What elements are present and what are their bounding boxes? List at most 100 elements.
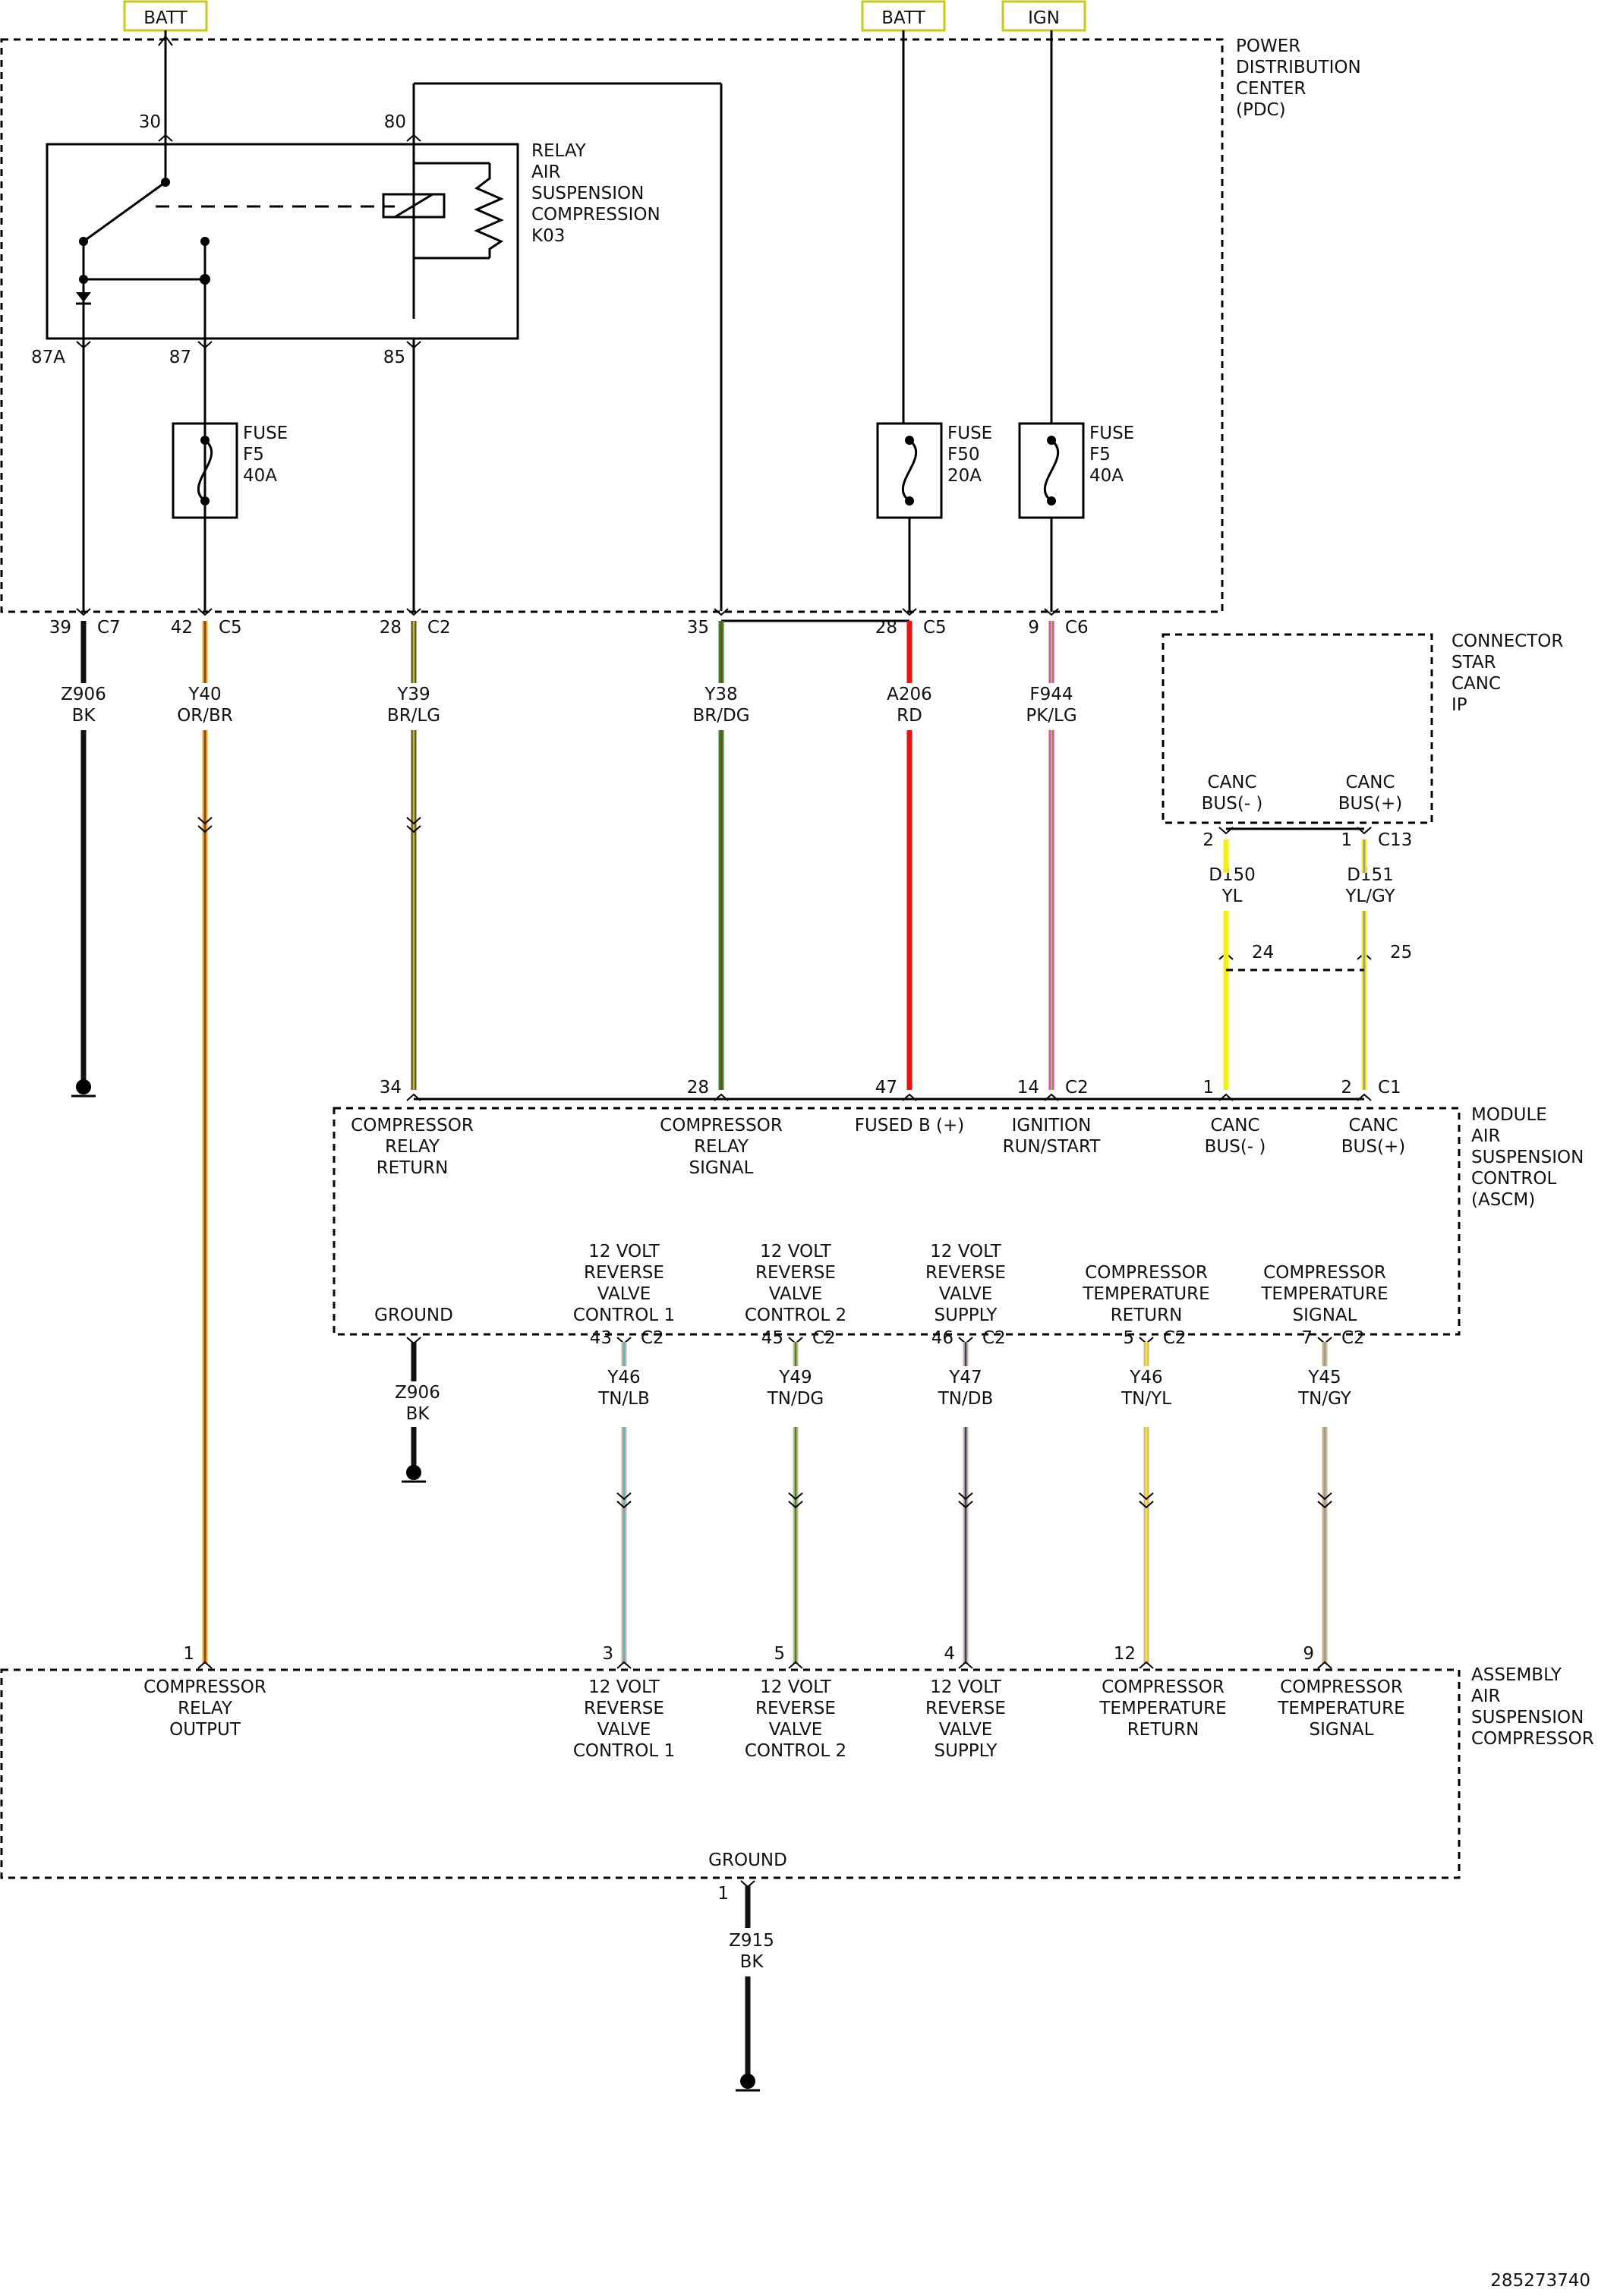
- fuse-label: FUSE: [947, 424, 992, 443]
- document-id: 285273740: [1490, 2271, 1590, 2291]
- conn-compressor-pin: [197, 1661, 213, 1669]
- inline-connector-bottom: [788, 1492, 803, 1501]
- wire-color: TN/LB: [597, 1389, 650, 1409]
- star-label: STAR: [1452, 653, 1496, 672]
- compressor-pin-name: RETURN: [1127, 1720, 1199, 1740]
- wire-color: TN/YL: [1121, 1389, 1171, 1409]
- compressor-pin-name: 12 VOLT: [760, 1677, 832, 1697]
- compressor-pin-name: VALVE: [597, 1720, 651, 1740]
- compressor-pin-name: SIGNAL: [1310, 1720, 1374, 1740]
- compressor-pin-name: 12 VOLT: [930, 1677, 1002, 1697]
- ascm-pin-number: 47: [875, 1078, 897, 1098]
- compressor-pin-name: OUTPUT: [169, 1720, 241, 1740]
- inline-connector-y40: [197, 817, 213, 825]
- wire-color: TN/GY: [1297, 1389, 1352, 1409]
- source-label: BATT: [881, 8, 925, 28]
- conn-pdc-pin: [197, 608, 213, 616]
- pdc-pin-connector: C6: [1065, 618, 1089, 638]
- star-label: CANC: [1452, 674, 1501, 694]
- relay-box: [46, 143, 519, 340]
- diode-icon: [76, 292, 91, 302]
- star-connector-box: [1162, 633, 1433, 824]
- ascm-pin-name: SUPPLY: [935, 1305, 998, 1325]
- wire-id: Y45: [1307, 1368, 1341, 1387]
- conn-pdc-pin: [902, 608, 917, 616]
- ascm-pin-name: COMPRESSOR: [1085, 1263, 1208, 1283]
- ascm-pin-number: 43: [590, 1328, 612, 1348]
- ground-ascm: [406, 1465, 421, 1480]
- ascm-pin-name: REVERSE: [584, 1263, 664, 1283]
- wire-color: YL/GY: [1344, 887, 1395, 906]
- star-pin-name: BUS(- ): [1202, 794, 1263, 814]
- ascm-pin-name: CANC: [1348, 1116, 1398, 1135]
- pdc-pin-number: 42: [171, 618, 193, 638]
- relay-switch-arm: [83, 181, 166, 243]
- fuse-label: 20A: [947, 466, 982, 486]
- star-connector: C13: [1378, 830, 1412, 850]
- relay-resistor: [474, 163, 504, 258]
- source-label: IGN: [1028, 8, 1060, 28]
- compressor-label: ASSEMBLY: [1471, 1665, 1562, 1685]
- conn-compressor-pin: [616, 1661, 632, 1669]
- conn-ascm-top: [1218, 1093, 1234, 1101]
- star-pin-name: BUS(+): [1338, 794, 1402, 814]
- star-pin-number: 2: [1203, 830, 1214, 850]
- inline-connector-y40: [197, 825, 213, 833]
- wire-id: Z906: [395, 1383, 440, 1403]
- conn-compressor-pin: [1317, 1661, 1332, 1669]
- ascm-pin-connector: C2: [641, 1328, 664, 1348]
- inline-connector-y39: [406, 817, 421, 825]
- ascm-pin-name: TEMPERATURE: [1260, 1284, 1388, 1304]
- wire-id: Y39: [396, 685, 430, 704]
- wire-id: D150: [1209, 865, 1256, 885]
- ascm-pin-connector: C2: [1065, 1078, 1089, 1098]
- ascm-label: MODULE: [1471, 1105, 1547, 1125]
- wire-id: F944: [1029, 685, 1073, 704]
- wire-id: Y47: [948, 1368, 982, 1387]
- ascm-pin-name: FUSED B (+): [855, 1116, 965, 1135]
- ascm-pin-number: 28: [687, 1078, 709, 1098]
- pdc-pin-connector: C2: [427, 618, 451, 638]
- inline-connector-bottom: [958, 1492, 973, 1501]
- conn-pdc-pin: [406, 608, 421, 616]
- conn-ascm-top: [1044, 1093, 1059, 1101]
- compressor-pin-number: 1: [183, 1644, 194, 1664]
- pdc-pin-number: 28: [380, 618, 402, 638]
- ascm-pin-name: TEMPERATURE: [1082, 1284, 1209, 1304]
- star-pin-number: 1: [1341, 830, 1352, 850]
- ascm-label: CONTROL: [1471, 1169, 1557, 1189]
- ground-z906-top: [76, 1079, 91, 1094]
- compressor-label: AIR: [1471, 1687, 1501, 1706]
- wire-color: BK: [740, 1952, 764, 1972]
- relay-label: COMPRESSION: [531, 205, 660, 225]
- ascm-pin-name: SIGNAL: [1293, 1305, 1357, 1325]
- pdc-pin-number: 9: [1028, 618, 1039, 638]
- ascm-pin-name: CONTROL 2: [745, 1305, 846, 1325]
- conn-compressor-pin: [788, 1661, 803, 1669]
- wire-id: Y38: [704, 685, 737, 704]
- ascm-pin-connector: C2: [1341, 1328, 1365, 1348]
- inline-connector-bottom: [616, 1501, 632, 1509]
- compressor-pin-number: 9: [1303, 1644, 1314, 1664]
- ascm-pin-connector: C2: [1163, 1328, 1187, 1348]
- relay-pin-label: 80: [384, 112, 406, 132]
- splice-number: 25: [1390, 943, 1412, 962]
- inline-connector-bottom: [1317, 1492, 1332, 1501]
- wire-id: Y46: [1129, 1368, 1162, 1387]
- fuse-2: [1018, 422, 1085, 519]
- wire-color: OR/BR: [177, 706, 233, 726]
- relay-label: RELAY: [531, 141, 587, 161]
- pdc-label: (PDC): [1236, 100, 1286, 120]
- compressor-pin-name: VALVE: [769, 1720, 823, 1740]
- ascm-pin-name: REVERSE: [755, 1263, 836, 1283]
- wire-color: BK: [406, 1404, 430, 1424]
- splice-number: 24: [1252, 943, 1274, 962]
- ascm-pin-connector: C2: [982, 1328, 1006, 1348]
- ascm-pin-name: VALVE: [769, 1284, 823, 1304]
- fuse-label: F5: [243, 445, 264, 465]
- star-pin-name: CANC: [1207, 773, 1256, 792]
- fuse-label: F50: [947, 445, 980, 465]
- fuse-label: F5: [1089, 445, 1111, 465]
- ascm-pin-name: VALVE: [597, 1284, 651, 1304]
